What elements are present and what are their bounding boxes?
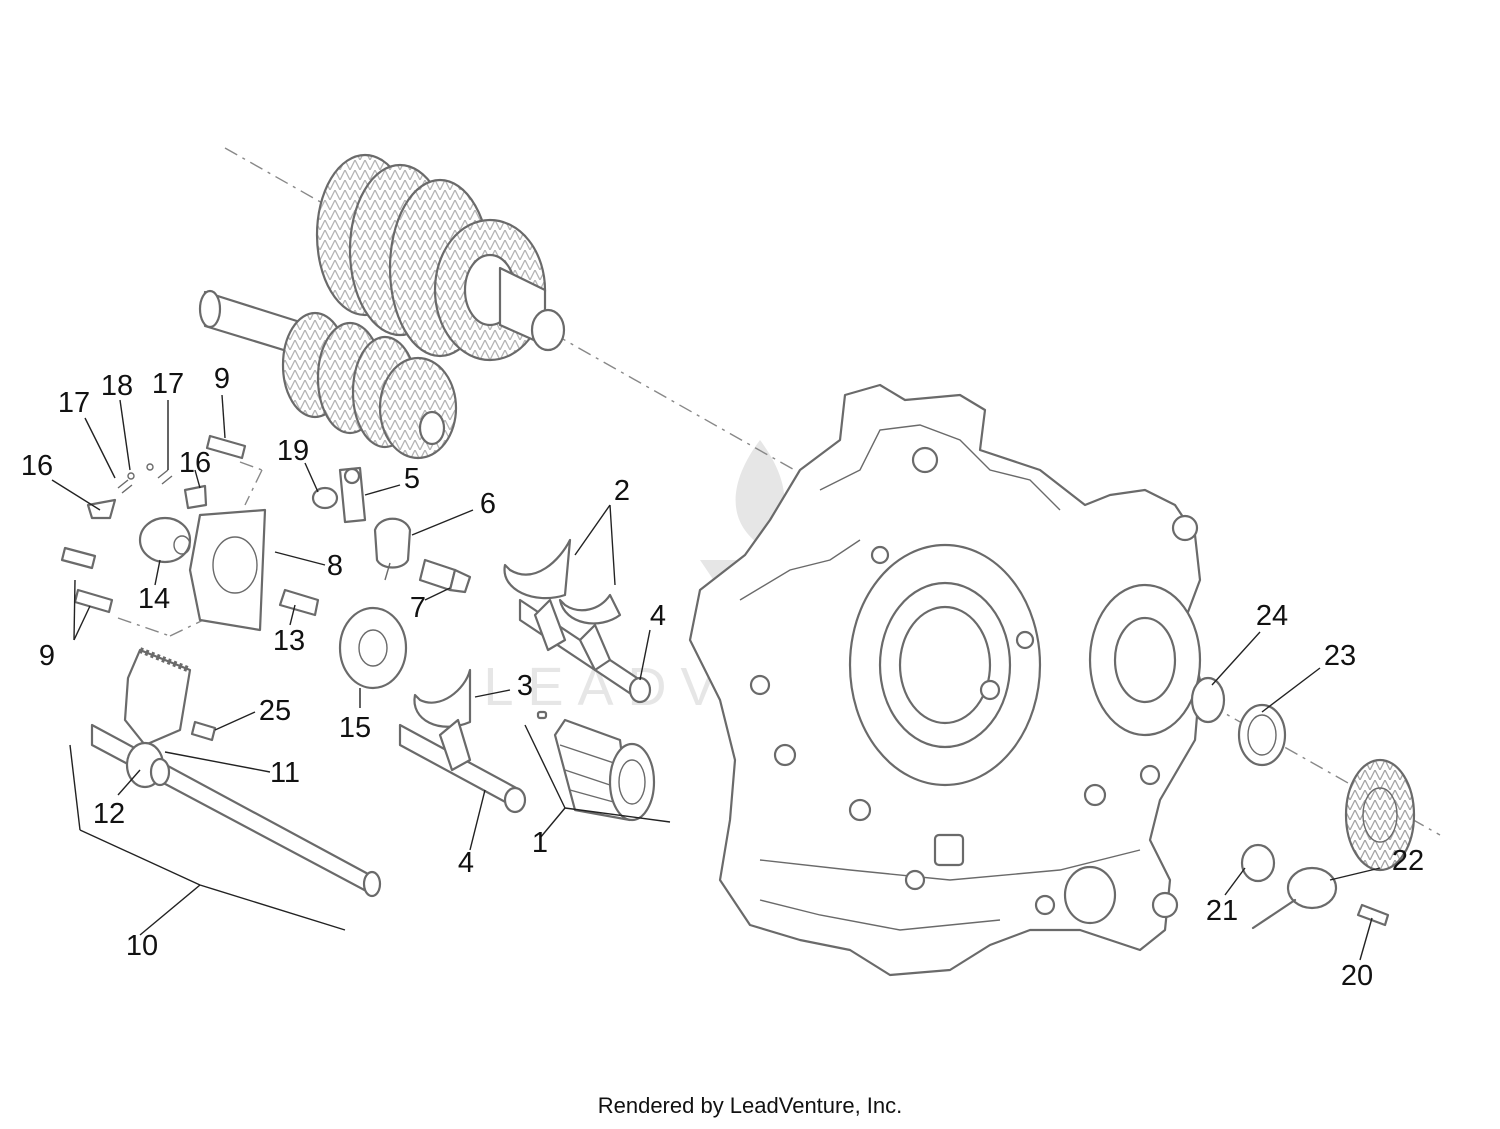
callout-16-right: 16 — [179, 447, 211, 479]
leader-lines — [51, 394, 1381, 961]
shift-fork-lower — [398, 668, 527, 814]
callout-16-left: 16 — [21, 450, 53, 482]
callout-13: 13 — [273, 625, 305, 657]
shift-forks-upper — [503, 538, 652, 704]
render-credit: Rendered by LeadVenture, Inc. — [597, 1093, 903, 1118]
callout-11: 11 — [270, 757, 300, 789]
callout-18: 18 — [101, 370, 133, 402]
callout-7: 7 — [410, 592, 426, 624]
callout-9-lower: 9 — [39, 640, 55, 672]
callout-19: 19 — [277, 435, 309, 467]
callout-4-upper: 4 — [650, 600, 666, 632]
callout-25: 25 — [259, 695, 291, 727]
lower-gear-cluster — [198, 289, 458, 460]
callout-2: 2 — [614, 475, 630, 507]
callout-23: 23 — [1324, 640, 1356, 672]
callout-20: 20 — [1341, 960, 1373, 992]
callout-5: 5 — [404, 463, 420, 495]
callout-10: 10 — [126, 930, 158, 962]
callout-4-lower: 4 — [458, 847, 474, 879]
callout-17-right: 17 — [152, 368, 184, 400]
gear-selector-shaft — [90, 647, 382, 898]
upper-gear-cluster — [315, 153, 566, 362]
callout-8: 8 — [327, 550, 343, 582]
gear-shift-drum — [536, 710, 656, 822]
callout-24: 24 — [1256, 600, 1288, 632]
callout-21: 21 — [1206, 895, 1238, 927]
callout-14: 14 — [138, 583, 170, 615]
callout-1: 1 — [532, 827, 548, 859]
callout-22: 22 — [1392, 845, 1424, 877]
output-components — [1190, 676, 1416, 930]
callout-15: 15 — [339, 712, 371, 744]
callout-17-left: 17 — [58, 387, 90, 419]
callout-3: 3 — [517, 670, 533, 702]
callout-9-upper: 9 — [214, 363, 230, 395]
callout-12: 12 — [93, 798, 125, 830]
callout-6: 6 — [480, 488, 496, 520]
engine-crankcase — [688, 383, 1202, 977]
selector-components — [60, 434, 472, 742]
callout-labels: 1 2 3 4 4 5 6 7 8 9 9 10 11 12 13 14 15 … — [21, 363, 1424, 992]
